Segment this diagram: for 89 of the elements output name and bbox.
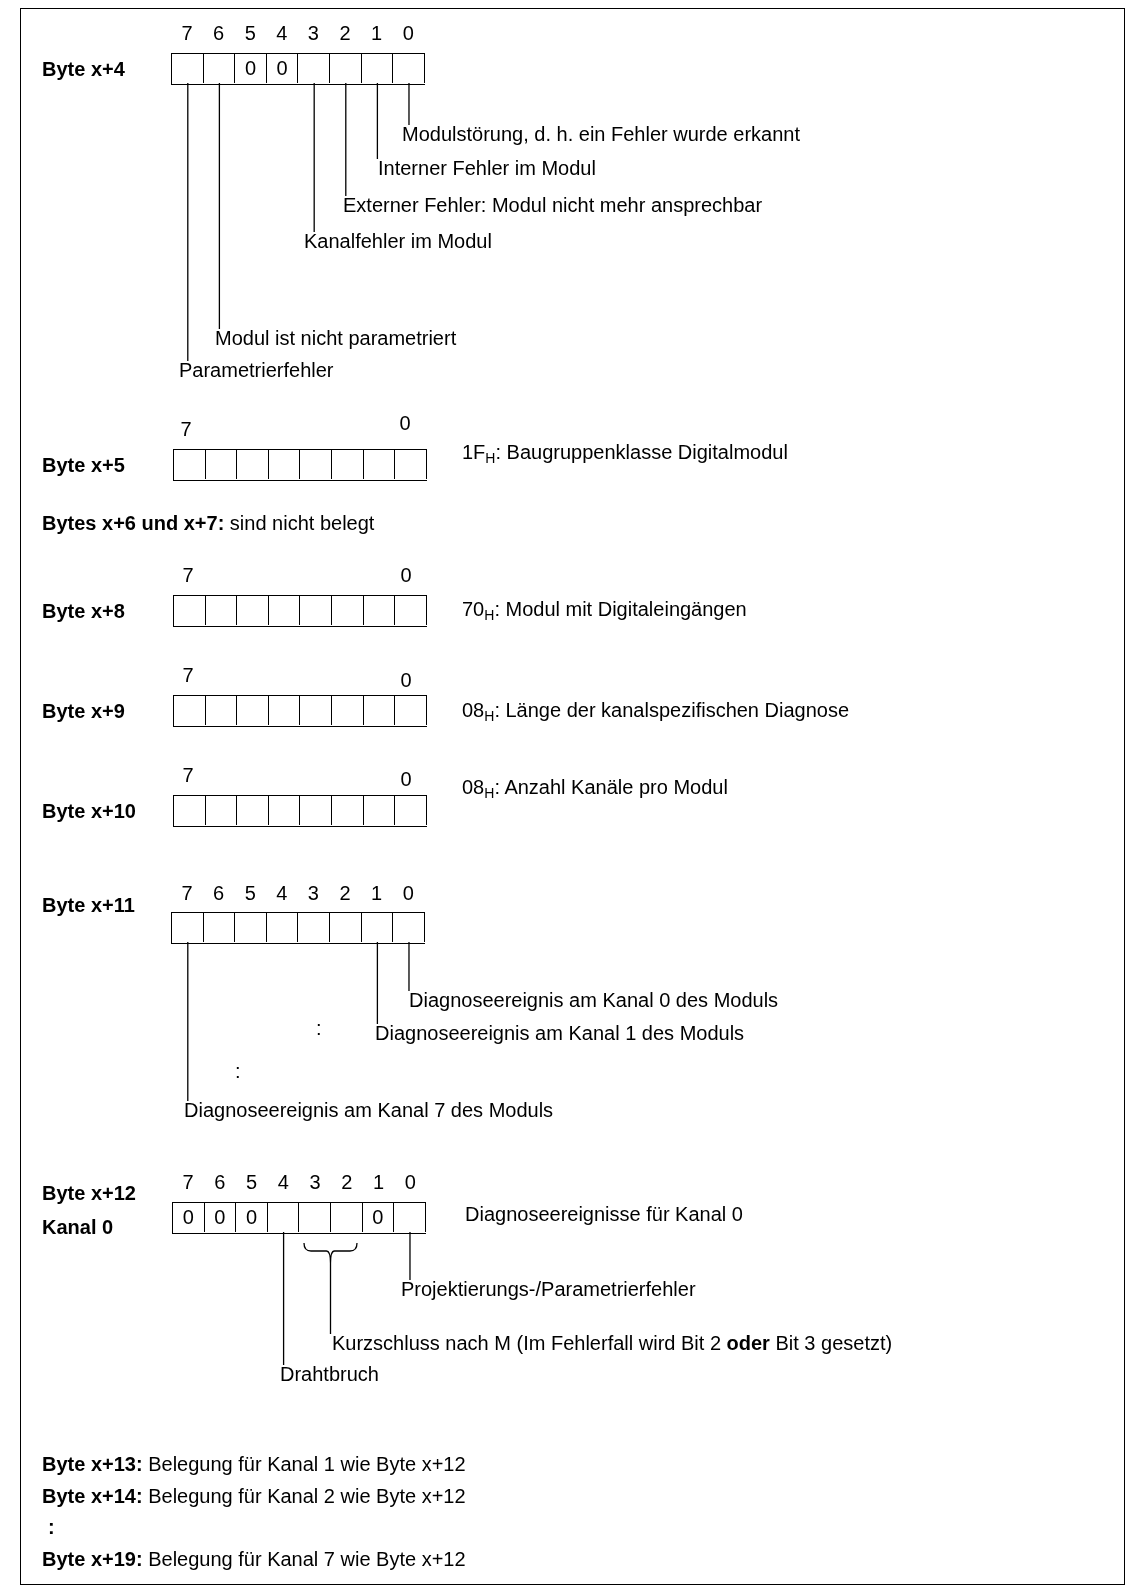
- description-text: Interner Fehler im Modul: [378, 157, 596, 179]
- bit-cell: 0: [266, 54, 299, 83]
- bit-register: [173, 795, 428, 827]
- bit-number: 3: [306, 22, 320, 44]
- bit-number: 2: [340, 1171, 354, 1193]
- description-text: Diagnoseereignisse für Kanal 0: [465, 1203, 743, 1225]
- byte-label: Byte x+4: [42, 58, 125, 80]
- byte-label: Byte x+10: [42, 800, 136, 822]
- bit-cell: 0: [235, 54, 267, 83]
- bit-cell: 0: [173, 1203, 205, 1232]
- leader-line: [187, 82, 189, 362]
- byte-label: :: [48, 1516, 55, 1538]
- byte-label: Byte x+9: [42, 700, 125, 722]
- curly-brace: [303, 1243, 358, 1263]
- bit-register: [171, 912, 426, 944]
- byte-label: Byte x+11: [42, 894, 135, 916]
- description-text: Modulstörung, d. h. ein Fehler wurde erkannt: [402, 123, 800, 145]
- leader-line: [376, 941, 379, 1025]
- bit-number: 0: [399, 564, 413, 586]
- bit-number: 6: [212, 882, 226, 904]
- byte-label: Byte x+5: [42, 454, 125, 476]
- bit-number: 7: [181, 1171, 195, 1193]
- bit-number: 0: [398, 412, 412, 434]
- bit-number: 0: [399, 669, 413, 691]
- description-text: Byte x+19: Belegung für Kanal 7 wie Byte x+12: [42, 1548, 466, 1570]
- bit-number: 4: [275, 22, 289, 44]
- description-text: Drahtbruch: [280, 1363, 379, 1385]
- bit-register: [172, 1202, 427, 1234]
- byte-label: Byte x+8: [42, 600, 125, 622]
- bit-cell: 0: [204, 1203, 237, 1232]
- bit-number: 2: [338, 22, 352, 44]
- description-text: Kurzschluss nach M (Im Fehlerfall wird Bit 2 oder Bit 3 gesetzt): [332, 1332, 893, 1354]
- byte-label: Byte x+12 Kanal 0: [42, 1181, 137, 1240]
- leader-line: [408, 82, 410, 126]
- leader-line: [409, 1231, 411, 1281]
- bit-cell: 0: [236, 1203, 268, 1232]
- description-text: Byte x+14: Belegung für Kanal 2 wie Byte x+12: [42, 1485, 466, 1507]
- leader-line: [187, 941, 189, 1102]
- bit-number: 3: [306, 882, 320, 904]
- description-text: :: [235, 1060, 241, 1082]
- leader-line: [313, 82, 315, 233]
- description-text: Byte x+13: Belegung für Kanal 1 wie Byte x+12: [42, 1453, 466, 1475]
- bit-number: 0: [403, 1171, 417, 1193]
- bit-number: 7: [180, 882, 194, 904]
- bit-number: 0: [401, 22, 415, 44]
- description-text: Bytes x+6 und x+7: sind nicht belegt: [42, 512, 375, 534]
- bit-number: 0: [399, 768, 413, 790]
- description-text: 08$_{H}$: Anzahl Kanäle pro Modul: [462, 776, 728, 798]
- bit-number: 5: [243, 22, 257, 44]
- bit-cell: 0: [362, 1203, 395, 1232]
- bit-number: 6: [213, 1171, 227, 1193]
- bit-number: 7: [181, 564, 195, 586]
- bit-number: 0: [401, 882, 415, 904]
- bit-number: 1: [371, 1171, 386, 1193]
- bit-number: 7: [181, 764, 195, 786]
- bit-number: 2: [338, 882, 352, 904]
- description-text: Externer Fehler: Modul nicht mehr ansprechbar: [343, 194, 763, 216]
- bit-number: 7: [181, 664, 195, 686]
- bit-number: 5: [244, 1171, 259, 1193]
- bit-number: 7: [179, 418, 193, 440]
- leader-line: [218, 82, 221, 330]
- bit-register: [171, 53, 426, 85]
- bit-number: 7: [180, 22, 194, 44]
- bit-number: 6: [212, 22, 226, 44]
- bit-number: 4: [275, 882, 289, 904]
- leader-line: [282, 1231, 285, 1366]
- bit-number: 1: [370, 882, 384, 904]
- leader-line: [376, 82, 379, 160]
- leader-line: [329, 1262, 332, 1335]
- description-text: 1F$_{H}$: Baugruppenklasse Digitalmodul: [462, 441, 788, 463]
- bit-number: 1: [370, 22, 384, 44]
- description-text: Diagnoseereignis am Kanal 7 des Moduls: [184, 1099, 554, 1121]
- description-text: Modul ist nicht parametriert: [215, 327, 457, 349]
- description-text: Diagnoseereignis am Kanal 0 des Moduls: [409, 989, 779, 1011]
- bit-register: [173, 449, 428, 481]
- leader-line: [408, 941, 410, 992]
- bit-number: 5: [243, 882, 257, 904]
- bit-register: [173, 695, 428, 727]
- description-text: 70$_{H}$: Modul mit Digitaleingängen: [462, 598, 747, 620]
- description-text: 08$_{H}$: Länge der kanalspezifischen Diagnose: [462, 699, 850, 721]
- leader-line: [345, 82, 347, 197]
- bit-number: 3: [308, 1171, 322, 1193]
- description-text: :: [316, 1017, 322, 1039]
- description-text: Diagnoseereignis am Kanal 1 des Moduls: [375, 1022, 745, 1044]
- description-text: Kanalfehler im Modul: [304, 230, 492, 252]
- description-text: Projektierungs-/Parametrierfehler: [401, 1278, 696, 1300]
- description-text: Parametrierfehler: [179, 359, 334, 381]
- bit-number: 4: [276, 1171, 290, 1193]
- bit-register: [173, 595, 428, 627]
